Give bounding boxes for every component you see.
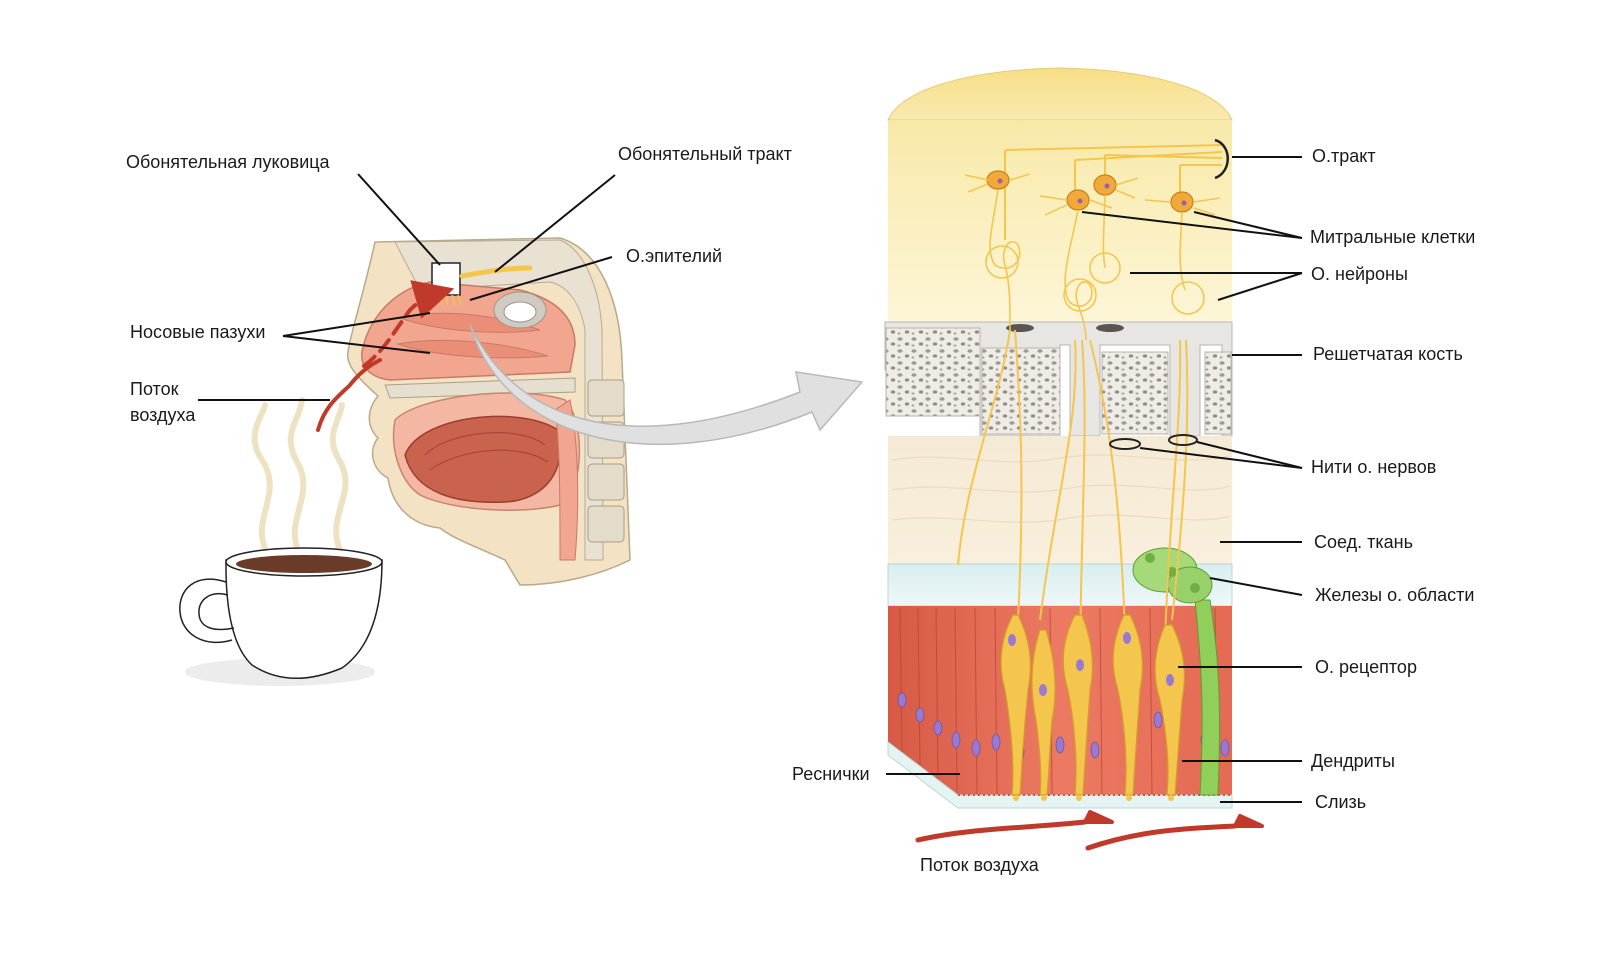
zoom-arrow: [469, 324, 864, 446]
label-dendrites: Дендриты: [1311, 751, 1395, 771]
vertebrae: [587, 379, 625, 543]
label-airflow-left-1: Поток: [130, 379, 179, 399]
label-airflow-bottom: Поток воздуха: [920, 855, 1039, 875]
glomeruli: [985, 189, 1205, 341]
receptor-neurons: [1000, 614, 1185, 796]
label-o-tract: О.тракт: [1312, 146, 1376, 166]
label-o-neurons: О. нейроны: [1311, 264, 1408, 284]
label-olfactory-epithelium: О.эпителий: [626, 246, 723, 266]
label-olfactory-bulb: Обонятельная луковица: [126, 152, 330, 172]
gland: [1132, 547, 1221, 796]
label-nerve-filaments: Нити о. нервов: [1311, 457, 1437, 477]
head-cross-section: [316, 237, 631, 586]
label-mucus: Слизь: [1315, 792, 1367, 812]
label-olfactory-tract: Обонятельный тракт: [618, 144, 792, 164]
label-mitral-cells: Митральные клетки: [1310, 227, 1476, 247]
olfactory-bulb-box: [431, 262, 461, 296]
label-receptor: О. рецептор: [1315, 657, 1417, 677]
label-glands: Железы о. области: [1315, 585, 1475, 605]
coffee-cup: [179, 547, 383, 686]
steam: [251, 397, 349, 558]
label-connective-tissue: Соед. ткань: [1314, 532, 1413, 552]
label-nasal-sinuses: Носовые пазухи: [130, 322, 266, 342]
label-airflow-left-2: воздуха: [130, 405, 196, 425]
label-cilia: Реснички: [792, 764, 870, 784]
olfactory-nerve-fibers: [957, 329, 1189, 651]
label-cribriform-bone: Решетчатая кость: [1313, 344, 1463, 364]
tissue-block: [884, 67, 1233, 809]
leader-lines: [198, 156, 1303, 803]
